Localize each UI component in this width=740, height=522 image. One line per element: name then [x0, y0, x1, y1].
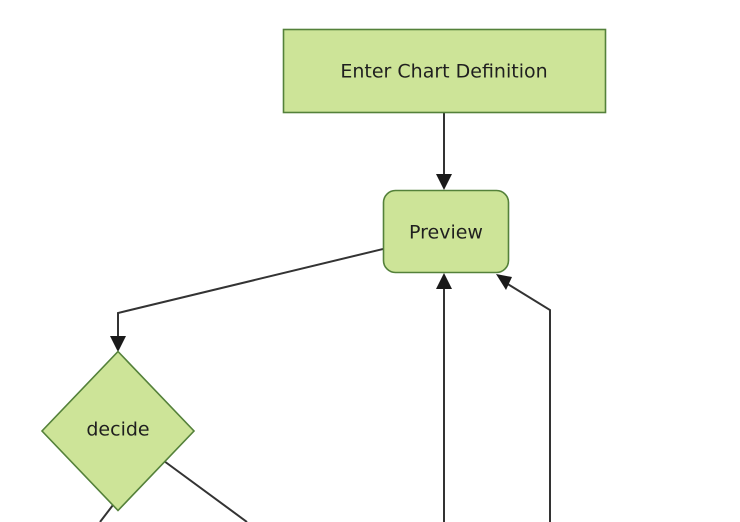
edge-return-center-to-preview [436, 273, 452, 522]
node-enter-chart-definition-label: Enter Chart Definition [340, 61, 547, 83]
node-preview-label: Preview [409, 222, 483, 244]
edge-return-right-line [505, 282, 551, 522]
edge-preview-to-decide-line [117, 248, 384, 344]
edge-decide-bottom-branch-line [99, 504, 114, 522]
node-preview[interactable]: Preview [382, 189, 510, 274]
edge-decide-right-branch-line [163, 460, 248, 522]
arrowhead-down-into-preview [436, 174, 452, 190]
node-decide-shape[interactable] [40, 350, 196, 512]
edge-preview-to-decide [110, 248, 384, 352]
arrowhead-down-into-decide [110, 336, 126, 352]
edge-decide-bottom-branch [99, 504, 114, 522]
node-preview-shape[interactable] [382, 189, 510, 274]
edge-enter-to-preview [436, 113, 452, 190]
node-layer: Enter Chart Definition Preview decide [40, 28, 607, 512]
node-enter-chart-definition[interactable]: Enter Chart Definition [282, 28, 607, 114]
node-decide[interactable]: decide [40, 350, 196, 512]
arrowhead-up-into-preview-right [496, 274, 512, 290]
arrowhead-up-into-preview-center [436, 273, 452, 289]
node-enter-chart-definition-shape[interactable] [282, 28, 607, 114]
edge-layer [99, 113, 551, 522]
node-decide-label: decide [86, 419, 149, 441]
edge-return-right-to-preview [496, 274, 551, 522]
edge-decide-right-branch [163, 460, 248, 522]
